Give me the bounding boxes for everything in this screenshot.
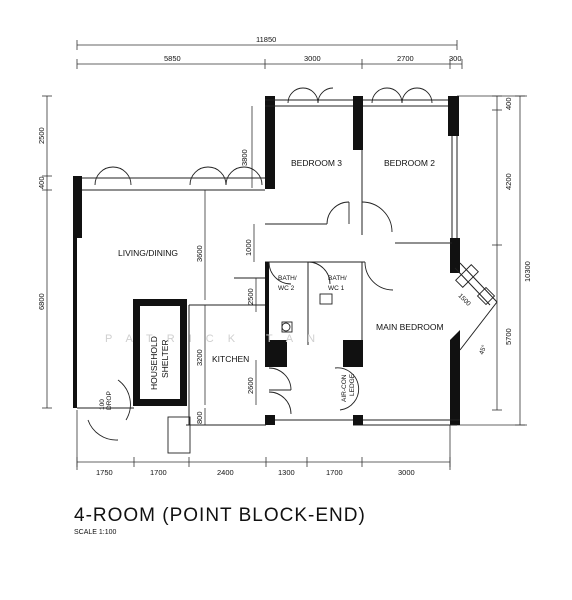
label-ledge: LEDGE (349, 373, 356, 396)
dim-top-3: 2700 (397, 54, 414, 63)
label-bedroom-2: BEDROOM 2 (384, 158, 435, 168)
dim-top-4: 300 (449, 54, 462, 63)
dim-right-3: 5700 (504, 328, 513, 345)
room-labels: BEDROOM 3 BEDROOM 2 LIVING/DINING BATH/ … (99, 158, 488, 410)
dimension-lines (42, 40, 527, 470)
dim-top-2: 3000 (304, 54, 321, 63)
label-angle: 45° (477, 343, 488, 355)
doors-windows (87, 87, 496, 441)
label-dropoff-drop: DROP (106, 391, 113, 410)
dim-bottom-5: 1700 (326, 468, 343, 477)
dim-left-3: 6800 (37, 293, 46, 310)
plan-title: 4-ROOM (POINT BLOCK-END) (74, 505, 366, 526)
dim-800: 800 (195, 411, 204, 424)
label-bath-wc1-a: BATH/ (328, 275, 347, 282)
label-household: HOUSEHOLD (149, 336, 159, 390)
dim-left-2: 400 (37, 176, 46, 189)
label-bath-wc2-a: BATH/ (278, 275, 297, 282)
dim-right-1: 400 (504, 97, 513, 110)
dim-3200: 3200 (195, 349, 204, 366)
dim-top-1: 5850 (164, 54, 181, 63)
dim-right-2: 4200 (504, 173, 513, 190)
dim-2600: 2600 (246, 377, 255, 394)
dim-left-1: 2500 (37, 127, 46, 144)
label-bath-wc2-b: WC 2 (278, 285, 295, 292)
plan-scale: SCALE 1:100 (74, 529, 117, 536)
dim-bottom-2: 1700 (150, 468, 167, 477)
dim-2500: 2500 (246, 288, 255, 305)
dim-bottom-1: 1750 (96, 468, 113, 477)
label-shelter: SHELTER (160, 339, 170, 378)
dim-right-outer: 10300 (523, 261, 532, 282)
label-bedroom-3: BEDROOM 3 (291, 158, 342, 168)
label-bath-wc1-b: WC 1 (328, 285, 345, 292)
label-main-bedroom: MAIN BEDROOM (376, 322, 444, 332)
label-dropoff-100: 100 (99, 399, 106, 410)
dim-bottom-3: 2400 (217, 468, 234, 477)
dim-overall-width: 11850 (256, 35, 276, 44)
dim-3600: 3600 (195, 245, 204, 262)
walls (73, 96, 498, 454)
dimension-labels: 11850 5850 3000 2700 300 1750 1700 2400 … (37, 35, 532, 477)
watermark: PATRICK TAN (105, 333, 329, 345)
dim-bottom-6: 3000 (398, 468, 415, 477)
dim-3800: 3800 (240, 149, 249, 166)
label-aircon: AIR-CON (341, 374, 348, 402)
label-kitchen: KITCHEN (212, 354, 249, 364)
label-bay-1500: 1500 (457, 292, 472, 307)
dim-1000: 1000 (244, 239, 253, 256)
label-living-dining: LIVING/DINING (118, 248, 178, 258)
dim-bottom-4: 1300 (278, 468, 295, 477)
